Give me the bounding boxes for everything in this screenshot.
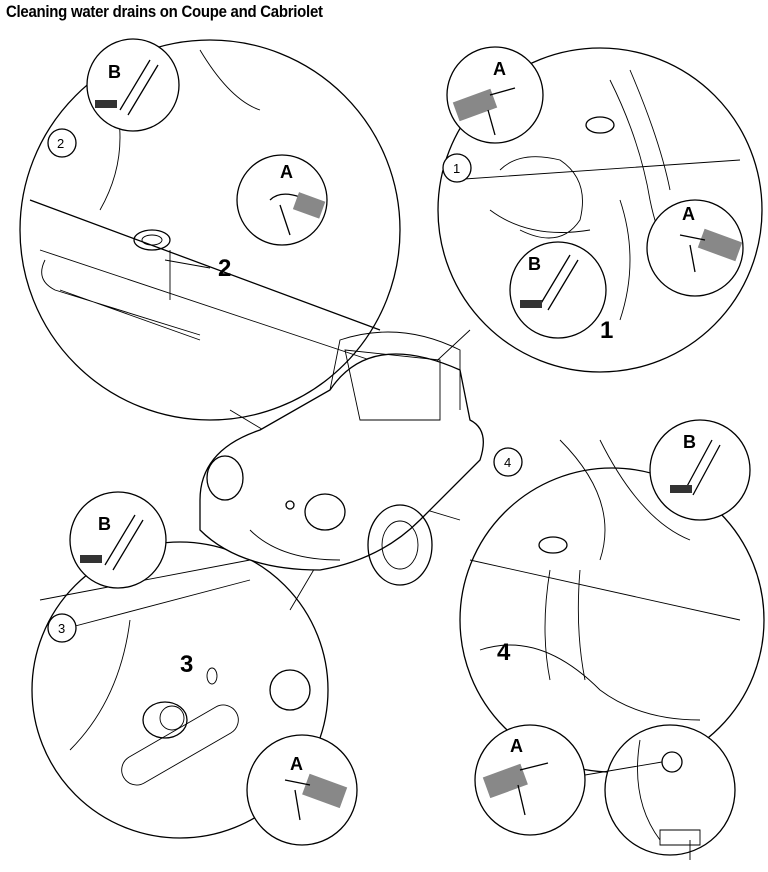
- detail-number: 4: [497, 639, 511, 666]
- tool-inset-a: A: [236, 154, 328, 246]
- callout-number: 1: [453, 161, 460, 176]
- tool-label: A: [682, 204, 695, 224]
- callout-number: 3: [58, 621, 65, 636]
- tool-label: A: [510, 736, 523, 756]
- tool-inset-b: B: [509, 241, 607, 339]
- detail-number: 1: [600, 317, 613, 344]
- tool-inset-b: B: [69, 491, 167, 589]
- tool-label: B: [683, 432, 696, 452]
- tool-label: B: [98, 514, 111, 534]
- tool-inset-b: B: [649, 419, 751, 521]
- detail-number: 3: [180, 651, 193, 678]
- detail-number: 2: [218, 255, 231, 282]
- page-title: Cleaning water drains on Coupe and Cabri…: [6, 2, 323, 21]
- drain-inset: [584, 724, 736, 860]
- callout-number: 2: [57, 136, 64, 151]
- tool-inset-a: A: [474, 724, 586, 836]
- tool-inset-b: B: [86, 38, 180, 132]
- tool-inset-a: A: [446, 46, 544, 144]
- callout-number: 4: [504, 455, 511, 470]
- car-illustration: [199, 331, 484, 586]
- tool-label: A: [493, 59, 506, 79]
- tool-inset-a: A: [646, 199, 744, 297]
- tool-inset-a: A: [246, 734, 358, 846]
- tool-label: B: [528, 254, 541, 274]
- detail-4: 4 4: [459, 439, 765, 773]
- tool-label: A: [280, 162, 293, 182]
- tool-label: A: [290, 754, 303, 774]
- tool-label: B: [108, 62, 121, 82]
- detail-2: 2 2: [19, 39, 401, 421]
